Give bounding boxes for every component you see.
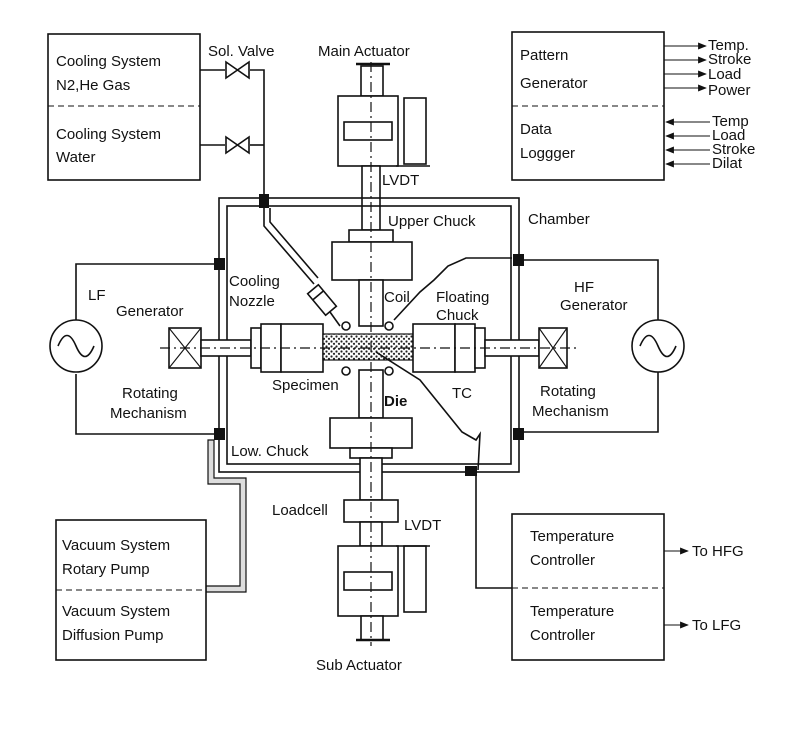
input-stroke-label: Stroke — [712, 141, 755, 158]
rotating-left-label-2: Mechanism — [110, 405, 187, 422]
temperature-controllers-box: Temperature Controller Temperature Contr… — [475, 472, 744, 661]
input-dilat-label: Dilat — [712, 155, 743, 172]
die: Die — [358, 369, 407, 419]
chamber-label: Chamber — [528, 211, 590, 228]
logger-input-arrows: Temp Load Stroke Dilat — [665, 113, 755, 172]
vacuum-rotary-label-2: Rotary Pump — [62, 561, 150, 578]
horizontal-shaft-assembly — [160, 323, 580, 373]
cooling-systems-box: Cooling System N2,He Gas Cooling System … — [47, 33, 201, 181]
output-power-label: Power — [708, 82, 751, 99]
upper-chuck-label: Upper Chuck — [388, 213, 476, 230]
to-lfg-label: To LFG — [692, 617, 741, 634]
tc-label: TC — [452, 385, 472, 402]
vacuum-rotary-label-1: Vacuum System — [62, 537, 170, 554]
vacuum-pipe — [205, 439, 247, 593]
lf-generator: LF Generator Rotating Mechanism — [49, 263, 219, 435]
main-actuator-label: Main Actuator — [318, 43, 410, 60]
output-load-label: Load — [708, 66, 741, 83]
rotating-left-label-1: Rotating — [122, 385, 178, 402]
vacuum-systems-box: Vacuum System Rotary Pump Vacuum System … — [55, 519, 207, 661]
coil-label: Coil — [384, 289, 410, 306]
cooling-nozzle: Cooling Nozzle — [229, 208, 341, 327]
temp-controller-2-label-1: Temperature — [530, 603, 614, 620]
thermocouple-wire — [375, 351, 481, 471]
vacuum-diffusion-label-2: Diffusion Pump — [62, 627, 163, 644]
solenoid-valve-icon — [225, 135, 250, 155]
upper-chuck: Upper Chuck — [331, 213, 476, 327]
vacuum-diffusion-label-1: Vacuum System — [62, 603, 170, 620]
pattern-label-1: Pattern — [520, 47, 568, 64]
specimen-label: Specimen — [272, 377, 339, 394]
output-stroke-label: Stroke — [708, 51, 751, 68]
cooling-n2-label-1: Cooling System — [56, 53, 161, 70]
lf-label: LF — [88, 287, 106, 304]
cooling-nozzle-label-1: Cooling — [229, 273, 280, 290]
solenoid-valve-icon — [225, 60, 250, 80]
cooling-water-label-2: Water — [56, 149, 95, 166]
pattern-logger-box: Pattern Generator Data Loggger — [511, 31, 665, 181]
to-hfg-label: To HFG — [692, 543, 744, 560]
floating-chuck-wire — [393, 257, 512, 321]
main-actuator: Main Actuator LVDT — [318, 43, 430, 231]
pattern-output-arrows: Temp. Stroke Load Power — [664, 37, 751, 99]
temp-controller-1-label-2: Controller — [530, 552, 595, 569]
specimen-rod — [322, 333, 414, 361]
cooling-n2-label-2: N2,He Gas — [56, 77, 130, 94]
die-label: Die — [384, 393, 407, 410]
temp-controller-1-label-1: Temperature — [530, 528, 614, 545]
lower-chuck: Low. Chuck — [231, 417, 413, 460]
pattern-label-2: Generator — [520, 75, 588, 92]
input-load-label: Load — [712, 127, 745, 144]
induction-coil: Coil — [341, 289, 410, 376]
sub-actuator-label: Sub Actuator — [316, 657, 402, 674]
lf-generator-label: Generator — [116, 303, 184, 320]
floating-chuck-label-1: Floating — [436, 289, 489, 306]
lvdt-top-label: LVDT — [382, 172, 419, 189]
hf-generator-label: Generator — [560, 297, 628, 314]
loadcell-label: Loadcell — [272, 502, 328, 519]
data-label-2: Loggger — [520, 145, 575, 162]
hf-generator: HF Generator Rotating Mechanism — [519, 259, 685, 433]
rotating-right-label-2: Mechanism — [532, 403, 609, 420]
data-label-1: Data — [520, 121, 552, 138]
output-temp-label: Temp. — [708, 37, 749, 54]
lvdt-bottom-label: LVDT — [404, 517, 441, 534]
hf-label: HF — [574, 279, 594, 296]
sub-actuator: Loadcell LVDT Sub Actuator — [272, 457, 441, 674]
floating-chuck-label-2: Chuck — [436, 307, 479, 324]
temp-controller-2-label-2: Controller — [530, 627, 595, 644]
input-temp-label: Temp — [712, 113, 749, 130]
sol-valve-label: Sol. Valve — [208, 43, 274, 60]
cooling-nozzle-label-2: Nozzle — [229, 293, 275, 310]
rotating-right-label-1: Rotating — [540, 383, 596, 400]
cooling-water-label-1: Cooling System — [56, 126, 161, 143]
low-chuck-label: Low. Chuck — [231, 443, 309, 460]
cooling-pipes: Sol. Valve — [200, 43, 274, 198]
